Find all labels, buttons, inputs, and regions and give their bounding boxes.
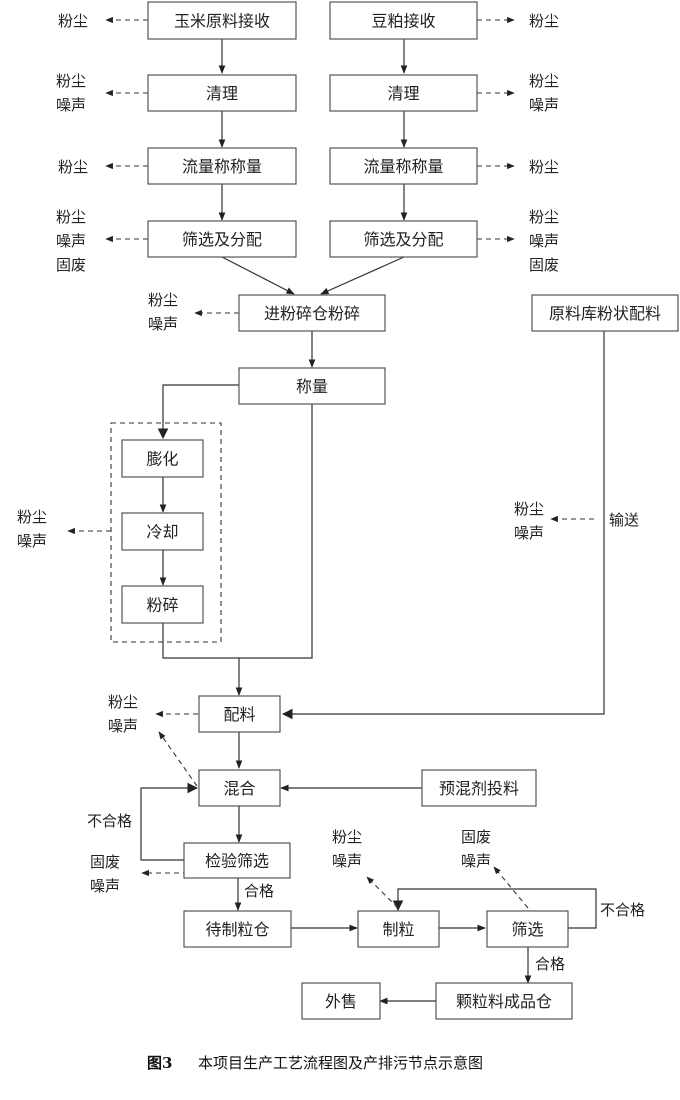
emission-label-inspect: 固废 <box>90 853 120 871</box>
emission-label-batch-mix: 噪声 <box>108 717 138 735</box>
process-box-weigh <box>238 367 386 405</box>
emission-label-inspect: 噪声 <box>90 877 120 895</box>
emission-label-corn-receive: 粉尘 <box>58 12 88 30</box>
process-label-product-bin: 颗粒料成品仓 <box>456 992 552 1011</box>
process-label-crush: 进粉碎仓粉碎 <box>264 304 360 323</box>
process-box-soy-screen <box>329 220 478 258</box>
emission-label-soy-screen: 粉尘 <box>529 208 559 226</box>
process-box-corn-weigh <box>147 147 297 185</box>
edge-label-inspect-pass: 合格 <box>244 882 274 900</box>
process-label-soy-weigh: 流量称称量 <box>363 157 443 176</box>
process-box-premix <box>421 769 537 807</box>
process-box-crush <box>238 294 386 332</box>
process-label-sale: 外售 <box>325 992 357 1011</box>
emission-label-soy-screen: 噪声 <box>529 232 559 250</box>
emission-label-corn-weigh: 粉尘 <box>58 158 88 176</box>
emission-label-soy-clean: 噪声 <box>529 96 559 114</box>
process-label-inspect: 检验筛选 <box>205 852 269 871</box>
puff-group-dashed-frame <box>110 422 222 643</box>
edge-soy-screen-crush <box>320 256 405 295</box>
process-label-powder-store: 原料库粉状配料 <box>549 304 661 323</box>
emit-pellet <box>366 876 399 909</box>
process-box-screen <box>486 910 569 948</box>
process-label-corn-screen: 筛选及分配 <box>182 230 262 249</box>
emission-label-soy-screen: 固废 <box>529 256 559 274</box>
emission-label-crush: 粉尘 <box>148 291 178 309</box>
edge-label-inspect-fail: 不合格 <box>87 812 132 830</box>
edge-grind-merge <box>162 404 313 659</box>
process-label-screen: 筛选 <box>511 920 543 939</box>
process-label-mix: 混合 <box>223 779 255 798</box>
process-label-grind: 粉碎 <box>146 596 178 615</box>
process-box-pellet <box>357 910 440 948</box>
edge-weigh-puff <box>157 384 239 440</box>
process-box-corn-clean <box>147 74 297 112</box>
emission-label-corn-clean: 噪声 <box>56 96 86 114</box>
emission-label-corn-screen: 噪声 <box>56 232 86 250</box>
emission-label-screen: 噪声 <box>461 852 491 870</box>
process-label-corn-clean: 清理 <box>206 84 238 103</box>
process-box-grind <box>121 585 204 624</box>
process-label-pre-pellet-bin: 待制粒仓 <box>205 920 269 939</box>
process-box-corn-receive <box>147 1 297 40</box>
process-box-soy-clean <box>329 74 478 112</box>
process-label-corn-weigh: 流量称称量 <box>182 157 262 176</box>
emission-label-pellet: 噪声 <box>332 852 362 870</box>
edge-label-convey: 输送 <box>609 511 639 529</box>
figure-caption-title: 本项目生产工艺流程图及产排污节点示意图 <box>198 1054 483 1072</box>
process-label-soy-clean: 清理 <box>387 84 419 103</box>
emission-label-batch-mix: 粉尘 <box>108 693 138 711</box>
process-box-pre-pellet-bin <box>183 910 292 948</box>
emission-label-corn-screen: 固废 <box>56 256 86 274</box>
process-box-batch <box>198 695 281 733</box>
emission-label-convey: 噪声 <box>514 524 544 542</box>
edge-screen-fail-loop <box>392 888 597 929</box>
process-label-pellet: 制粒 <box>382 920 414 939</box>
emission-label-screen: 固废 <box>461 828 491 846</box>
process-box-powder-store <box>531 294 679 332</box>
emission-label-pellet: 粉尘 <box>332 828 362 846</box>
process-box-inspect <box>183 842 291 879</box>
process-label-premix: 预混剂投料 <box>439 779 519 798</box>
edge-corn-screen-crush <box>221 256 295 295</box>
emission-label-soy-receive: 粉尘 <box>529 12 559 30</box>
process-label-corn-receive: 玉米原料接收 <box>174 12 270 31</box>
emission-label-puff-group: 噪声 <box>17 532 47 550</box>
edge-label-screen-pass: 合格 <box>535 955 565 973</box>
emission-label-crush: 噪声 <box>148 315 178 333</box>
edge-inspect-fail-loop <box>140 782 199 861</box>
process-label-weigh: 称量 <box>296 377 328 396</box>
emission-label-puff-group: 粉尘 <box>17 508 47 526</box>
figure-caption-number: 图3 <box>147 1054 172 1072</box>
emit-screen <box>493 866 529 909</box>
process-box-product-bin <box>435 982 573 1020</box>
process-label-batch: 配料 <box>223 705 255 724</box>
process-box-cool <box>121 512 204 551</box>
emission-label-soy-weigh: 粉尘 <box>529 158 559 176</box>
edge-label-screen-fail: 不合格 <box>600 901 645 919</box>
emit-mix <box>158 731 198 787</box>
process-label-soy-screen: 筛选及分配 <box>363 230 443 249</box>
process-label-puff: 膨化 <box>146 450 178 469</box>
emission-label-convey: 粉尘 <box>514 500 544 518</box>
emission-label-corn-screen: 粉尘 <box>56 208 86 226</box>
emission-label-corn-clean: 粉尘 <box>56 72 86 90</box>
process-box-mix <box>198 769 281 807</box>
edge-powder-store-batch <box>281 331 605 720</box>
process-label-cool: 冷却 <box>146 523 178 542</box>
process-box-soy-receive <box>329 1 478 40</box>
process-box-corn-screen <box>147 220 297 258</box>
process-box-sale <box>301 982 381 1020</box>
process-box-puff <box>121 439 204 478</box>
emission-label-soy-clean: 粉尘 <box>529 72 559 90</box>
process-label-soy-receive: 豆粕接收 <box>371 12 435 31</box>
process-box-soy-weigh <box>329 147 478 185</box>
